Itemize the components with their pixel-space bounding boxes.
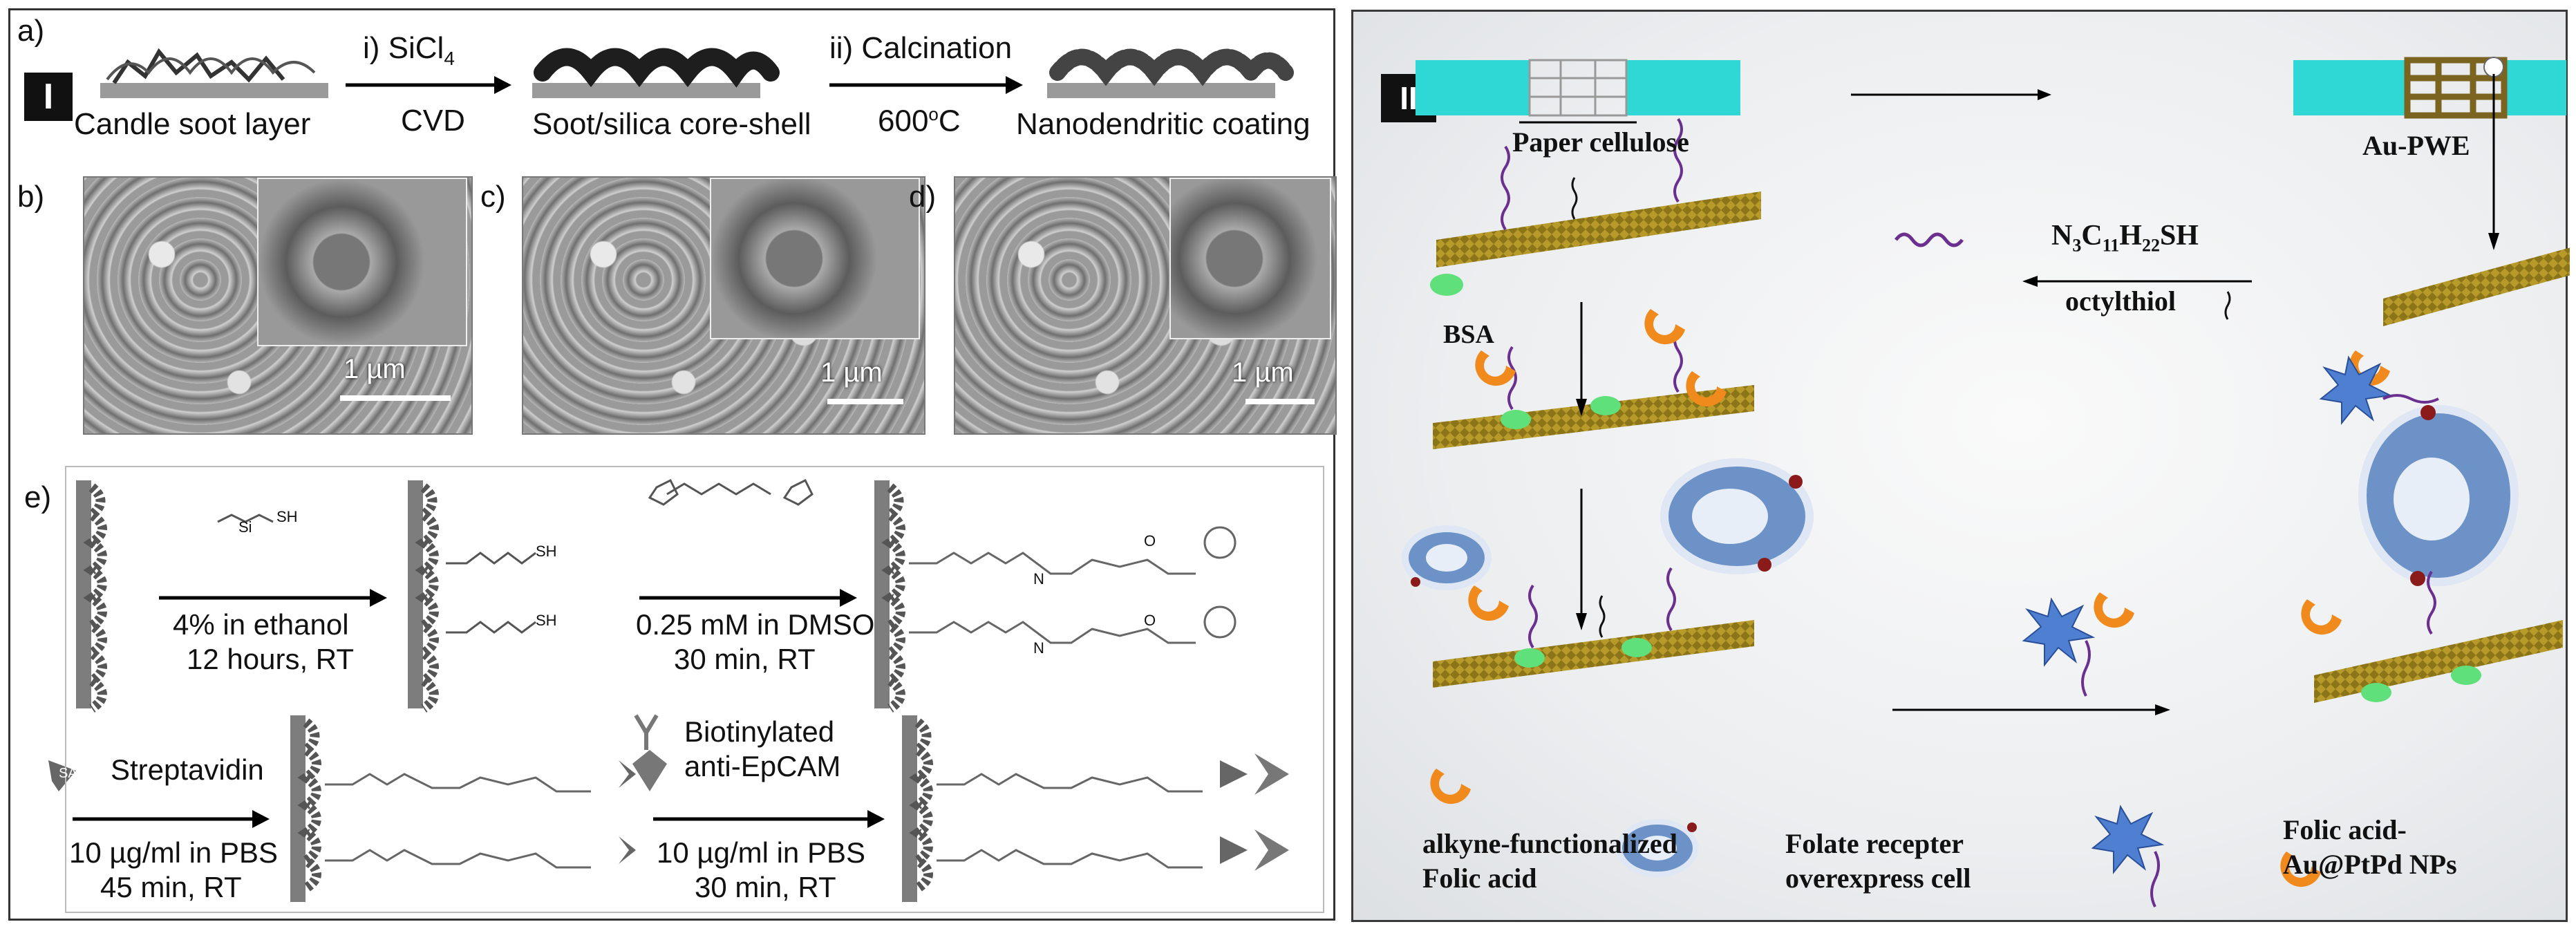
label-c: c)	[480, 180, 506, 214]
e-step1-line2: 12 hours, RT	[187, 643, 355, 675]
label-b: b)	[17, 180, 45, 214]
legend-folic-line1: alkyne-functionalized	[1422, 828, 1677, 859]
tem-inset-c	[710, 178, 920, 339]
gold-strip-1	[1436, 191, 1761, 267]
paper-electrode	[1416, 59, 1740, 124]
sem-image-c: 1 µm	[522, 176, 925, 435]
step2-top-label: ii) Calcination	[829, 31, 1013, 65]
azide-thiol-squiggle-icon	[1895, 232, 1964, 247]
e-step4-line1: 10 µg/ml in PBS	[657, 836, 865, 869]
soot-substrate	[100, 48, 328, 98]
chem-o-2: O	[1144, 612, 1156, 629]
chem-sh-surface-1: SH	[536, 543, 557, 560]
streptavidin-legend: Streptavidin	[111, 753, 264, 786]
chem-sh-reagent: SH	[276, 508, 298, 525]
surface-e2	[408, 480, 536, 713]
streptavidin-icon	[48, 760, 76, 791]
legend-cell-line2: overexpress cell	[1785, 863, 1971, 894]
panel-i: I a)	[8, 8, 1337, 921]
surface-e1	[76, 480, 107, 713]
step1-top-label: i) SiCl4	[363, 31, 455, 69]
e-step2-line1: 0.25 mM in DMSO	[636, 608, 875, 641]
step1-bottom-label: CVD	[401, 104, 465, 138]
core-shell-substrate	[532, 48, 780, 98]
mptms-molecule-icon	[217, 514, 274, 523]
stage-core-shell: Soot/silica core-shell	[532, 107, 811, 141]
arrow-e2	[639, 589, 857, 607]
gold-strip-3	[1433, 620, 1754, 688]
panel-ii-graphics	[1402, 57, 2570, 908]
cells	[1402, 405, 2519, 877]
bsa-label: BSA	[1443, 320, 1494, 349]
panel-e-frame	[65, 466, 1324, 913]
azide-thiol-label: N3C11H22SH	[2051, 220, 2199, 256]
scale-bar-d	[1245, 399, 1315, 404]
au-pwe-label: Au-PWE	[2362, 130, 2470, 161]
arrow-e4	[653, 810, 885, 828]
legend-np-line1: Folic acid-	[2283, 814, 2407, 845]
gold-strip-final	[2314, 620, 2563, 703]
stage-nanodendritic: Nanodendritic coating	[1016, 107, 1310, 141]
tem-inset-b	[257, 178, 467, 346]
surface-e5	[902, 715, 1289, 902]
tem-inset-d	[1169, 178, 1331, 339]
step2-bottom-label: 600oC	[878, 104, 961, 138]
legend-cell-line1: Folate recepter	[1785, 828, 1964, 859]
label-d: d)	[909, 180, 937, 214]
legend-np-line2: Au@PtPd NPs	[2283, 849, 2457, 880]
bsa-blobs	[1430, 274, 2481, 702]
antibody-legend-2: anti-EpCAM	[684, 750, 841, 782]
chem-n-2: N	[1033, 639, 1044, 657]
panel-i-badge: I	[24, 73, 73, 121]
e-step3-line1: 10 µg/ml in PBS	[69, 836, 278, 869]
e-step1-line1: 4% in ethanol	[173, 608, 349, 641]
scale-label-c: 1 µm	[820, 357, 883, 388]
surface-e4	[290, 715, 636, 902]
e-step4-line2: 30 min, RT	[695, 871, 836, 903]
gold-strip-initial	[2383, 247, 2570, 326]
nanoparticles	[2022, 355, 2393, 874]
scale-bar-b	[340, 395, 451, 401]
antibody-icon	[632, 714, 667, 791]
gold-strip-2	[1433, 385, 1754, 449]
au-pwe-electrode	[2293, 57, 2566, 119]
chem-si-reagent: Si	[238, 518, 252, 536]
linkers-strip-1	[1501, 117, 1683, 231]
scale-bar-c	[827, 399, 903, 404]
panel-ii: II	[1351, 10, 2570, 922]
e-step3-line2: 45 min, RT	[100, 871, 242, 903]
panel-i-graphics	[48, 48, 1324, 913]
arrow-e1	[159, 589, 387, 607]
sem-image-b: 1 µm	[83, 176, 473, 435]
nanodendritic-substrate	[1047, 48, 1294, 98]
arrow-cvd	[346, 76, 511, 94]
chem-n-1: N	[1033, 570, 1044, 587]
surface-e3	[874, 480, 1237, 713]
stage-candle-soot: Candle soot layer	[74, 107, 311, 141]
sem-image-d: 1 µm	[954, 176, 1337, 435]
octylthiol-strip-1	[1571, 177, 1578, 220]
e-step2-line2: 30 min, RT	[674, 643, 816, 675]
octylthiol-squiggle-icon	[2224, 291, 2231, 320]
arrow-calcination	[829, 76, 1023, 94]
paper-cellulose-label: Paper cellulose	[1512, 126, 1689, 158]
chem-sh-surface-2: SH	[536, 612, 557, 629]
arrow-e3	[73, 810, 270, 828]
octylthiol-label: octylthiol	[2065, 285, 2176, 317]
linker-molecule-icon	[648, 478, 814, 506]
label-a: a)	[17, 14, 45, 48]
legend-folic-line2: Folic acid	[1422, 863, 1537, 894]
scale-label-b: 1 µm	[344, 354, 406, 384]
scale-label-d: 1 µm	[1232, 357, 1294, 388]
antibody-legend-1: Biotinylated	[684, 715, 835, 748]
chem-o-1: O	[1144, 532, 1156, 549]
chem-sa-icon-label: SA	[59, 766, 77, 781]
label-e: e)	[24, 480, 52, 514]
